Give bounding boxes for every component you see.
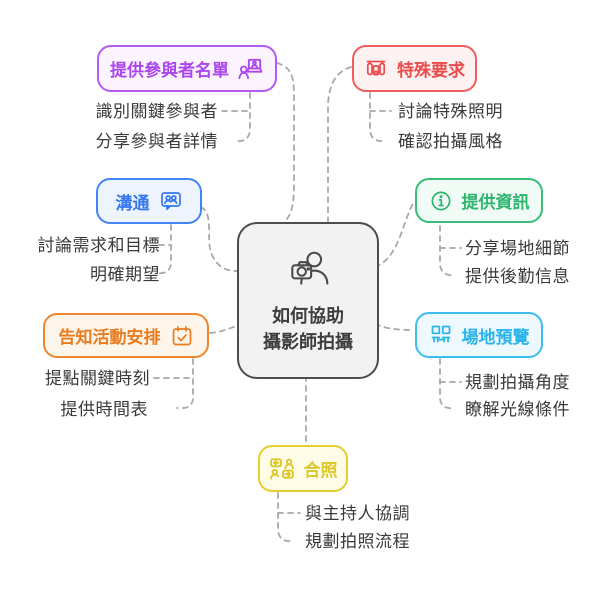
central-node: 如何協助 攝影師拍攝 [237,222,379,379]
branch-label-participant-list: 提供參與者名單 [110,61,229,80]
branch-node-venue-preview: 場地預覽 [415,312,543,358]
branch-node-communication: 溝通 [96,178,202,224]
sub-item-discuss-needs-goals: 討論需求和目標 [37,236,160,255]
branch-label-event-schedule: 告知活動安排 [58,328,161,347]
branch-node-special-requests: 特殊要求 [352,45,477,92]
branch-label-special-requests: 特殊要求 [397,61,465,80]
connector-special-central [327,66,352,223]
connector-communication-central [200,206,238,272]
sub-item-understand-lighting: 瞭解光線條件 [465,400,570,419]
sub-item-confirm-style: 確認拍攝風格 [398,132,503,151]
sub-item-plan-angles: 規劃拍攝角度 [465,373,570,392]
calendar-check-icon [170,324,194,348]
sub-item-plan-photo-flow: 規劃拍照流程 [305,532,410,551]
subline-info [439,225,456,277]
connector-participant-central [276,62,295,223]
subline-participant [235,92,251,142]
sub-item-provide-logistics: 提供後勤信息 [465,267,570,286]
branch-node-provide-info: 提供資訊 [415,178,543,223]
branch-label-venue-preview: 場地預覽 [461,327,530,347]
connector-schedule-central [209,325,238,334]
info-icon [429,189,453,213]
central-title-line1: 如何協助 [272,305,344,326]
sub-item-key-moments: 提點關鍵時刻 [45,369,150,388]
user-screen-icon [238,56,264,82]
connector-venue-central [374,323,415,331]
branch-label-provide-info: 提供資訊 [461,193,530,212]
branch-label-group-photo: 合照 [303,461,338,480]
discussion-icon [269,456,295,482]
sub-item-provide-timetable: 提供時間表 [60,400,148,419]
stage-icon [364,57,388,81]
branch-label-communication: 溝通 [115,193,150,213]
people-chat-icon [159,189,183,213]
connector-info-central [374,201,415,268]
subline-special [369,92,385,142]
floorplan-icon [429,323,453,347]
branch-node-event-schedule: 告知活動安排 [43,313,209,358]
subline-groupphoto [277,492,294,542]
subline-communication [156,224,172,275]
subline-venue [439,358,456,410]
photographer-icon [285,247,331,298]
branch-node-group-photo: 合照 [258,445,348,492]
branch-node-participant-list: 提供參與者名單 [97,45,277,92]
sub-item-coordinate-host: 與主持人協調 [305,504,410,523]
subline-schedule [176,358,194,409]
sub-item-clarify-expectations: 明確期望 [90,265,160,284]
central-title-line2: 攝影師拍攝 [263,331,353,352]
sub-item-share-participant-details: 分享參與者詳情 [95,132,218,151]
sub-item-discuss-lighting: 討論特殊照明 [398,102,503,121]
sub-item-identify-participants: 識別關鍵參與者 [95,102,218,121]
sub-item-share-venue-details: 分享場地細節 [465,239,570,258]
